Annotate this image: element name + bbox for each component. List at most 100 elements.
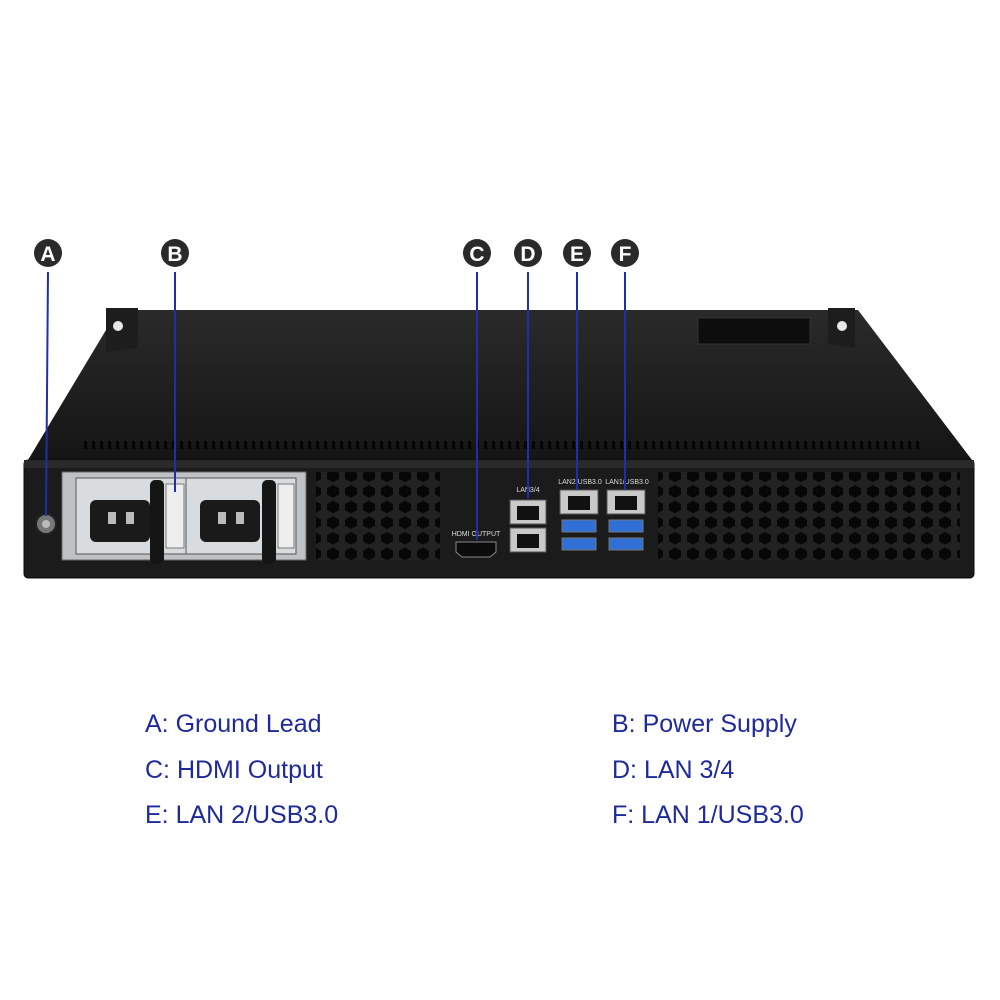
vent-slot bbox=[468, 441, 471, 449]
vent-slot bbox=[756, 441, 759, 449]
callout-c: C bbox=[463, 239, 491, 267]
vent-slot bbox=[188, 441, 191, 449]
vent-slot bbox=[396, 441, 399, 449]
vent-slot bbox=[364, 441, 367, 449]
usb-port-icon bbox=[608, 519, 644, 533]
vent-slot bbox=[92, 441, 95, 449]
vent-slot bbox=[356, 441, 359, 449]
vent-slot bbox=[348, 441, 351, 449]
vent-slot bbox=[100, 441, 103, 449]
vent-slot bbox=[212, 441, 215, 449]
vent-slot bbox=[252, 441, 255, 449]
vent-slot bbox=[372, 441, 375, 449]
vent-slot bbox=[660, 441, 663, 449]
chassis-vent-slots bbox=[84, 441, 919, 449]
vent-slot bbox=[620, 441, 623, 449]
legend-b: B: Power Supply bbox=[612, 710, 797, 738]
chassis-top bbox=[28, 310, 972, 460]
callout-e-letter: E bbox=[570, 243, 584, 266]
vent-slot bbox=[684, 441, 687, 449]
callout-c-letter: C bbox=[469, 243, 484, 266]
vent-slot bbox=[740, 441, 743, 449]
vent-slot bbox=[324, 441, 327, 449]
vent-slot bbox=[748, 441, 751, 449]
callout-d-letter: D bbox=[520, 243, 535, 266]
vent-slot bbox=[700, 441, 703, 449]
vent-slot bbox=[124, 441, 127, 449]
vent-slot bbox=[628, 441, 631, 449]
callout-a-marker bbox=[34, 239, 62, 267]
vent-slot bbox=[844, 441, 847, 449]
vent-slot bbox=[492, 441, 495, 449]
leader-line-a bbox=[45, 271, 49, 517]
callout-b-marker bbox=[161, 239, 189, 267]
vent-slot bbox=[228, 441, 231, 449]
vent-slot bbox=[108, 441, 111, 449]
psu-handle bbox=[150, 480, 164, 564]
vent-slot bbox=[292, 441, 295, 449]
vent-slot bbox=[516, 441, 519, 449]
power-supply-2 bbox=[185, 477, 297, 564]
ear-hole-right bbox=[837, 321, 847, 331]
vent-slot bbox=[564, 441, 567, 449]
legend-f: F: LAN 1/USB3.0 bbox=[612, 801, 804, 829]
vent-slot bbox=[156, 441, 159, 449]
callout-f-letter: F bbox=[619, 243, 632, 266]
callout-e-marker bbox=[563, 239, 591, 267]
vent-slot bbox=[220, 441, 223, 449]
vent-slot bbox=[548, 441, 551, 449]
vent-slot bbox=[508, 441, 511, 449]
vent-slot bbox=[180, 441, 183, 449]
hdmi-connector-icon bbox=[455, 541, 497, 558]
ac-inlet-icon bbox=[200, 500, 260, 542]
vent-slot bbox=[284, 441, 287, 449]
vent-slot bbox=[140, 441, 143, 449]
vent-slot bbox=[268, 441, 271, 449]
vent-slot bbox=[244, 441, 247, 449]
vent-slot bbox=[860, 441, 863, 449]
vent-slot bbox=[412, 441, 415, 449]
vent-slot bbox=[868, 441, 871, 449]
spec-label bbox=[697, 317, 811, 345]
vent-slot bbox=[132, 441, 135, 449]
vent-slot bbox=[908, 441, 911, 449]
vent-slot bbox=[820, 441, 823, 449]
vent-slot bbox=[148, 441, 151, 449]
psu-handle bbox=[262, 480, 276, 564]
callout-e: E bbox=[563, 239, 591, 267]
vent-slot bbox=[420, 441, 423, 449]
vent-slot bbox=[716, 441, 719, 449]
vent-slot bbox=[260, 441, 263, 449]
ear-hole-left bbox=[113, 321, 123, 331]
mounting-ear-left bbox=[106, 308, 138, 352]
vent-slot bbox=[332, 441, 335, 449]
vent-slot bbox=[84, 441, 87, 449]
legend-c: C: HDMI Output bbox=[145, 756, 323, 784]
vent-slot bbox=[436, 441, 439, 449]
vent-slot bbox=[588, 441, 591, 449]
usb-port-icon bbox=[561, 519, 597, 533]
vent-grille-left bbox=[316, 472, 440, 560]
vent-slot bbox=[540, 441, 543, 449]
vent-slot bbox=[804, 441, 807, 449]
callout-f-marker bbox=[611, 239, 639, 267]
vent-slot bbox=[484, 441, 487, 449]
vent-slot bbox=[308, 441, 311, 449]
vent-slot bbox=[164, 441, 167, 449]
lan1usb-label: LAN1/USB3.0 bbox=[605, 479, 649, 486]
vent-slot bbox=[900, 441, 903, 449]
power-supply-1 bbox=[75, 477, 187, 564]
vent-slot bbox=[852, 441, 855, 449]
vent-slot bbox=[884, 441, 887, 449]
ground-lead bbox=[35, 513, 57, 535]
usb-port-icon bbox=[608, 537, 644, 551]
callout-a-letter: A bbox=[40, 243, 55, 266]
lan2-usb-ports: LAN2/USB3.0 bbox=[558, 479, 602, 551]
callout-a: A bbox=[34, 239, 62, 267]
vent-slot bbox=[276, 441, 279, 449]
power-supply-bay bbox=[61, 471, 307, 564]
vent-slot bbox=[636, 441, 639, 449]
vent-slot bbox=[460, 441, 463, 449]
vent-slot bbox=[604, 441, 607, 449]
vent-slot bbox=[580, 441, 583, 449]
